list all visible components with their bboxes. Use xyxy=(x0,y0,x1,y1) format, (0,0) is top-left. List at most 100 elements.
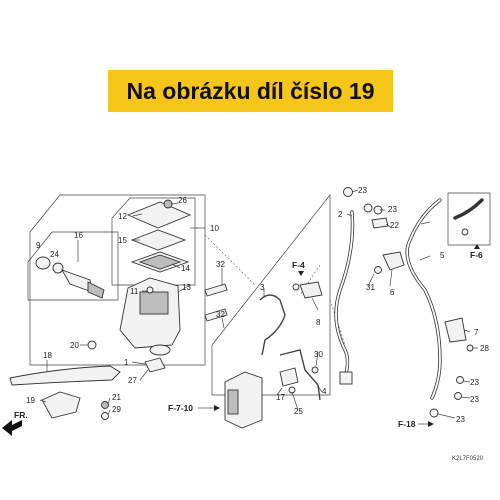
part-label-15[interactable]: 15 xyxy=(118,236,127,245)
right-hose-box xyxy=(447,192,491,246)
bolt-right-box xyxy=(461,228,469,236)
float-14-grid xyxy=(138,254,182,270)
part-label-26[interactable]: 26 xyxy=(178,196,187,205)
hose-group-box xyxy=(211,193,331,396)
diaphragm-15 xyxy=(130,229,187,251)
holder-19 xyxy=(41,391,81,419)
piston-16 xyxy=(61,269,93,293)
reservoir-window xyxy=(139,291,169,315)
part-label-29[interactable]: 29 xyxy=(112,405,121,414)
boot-9 xyxy=(35,256,51,270)
part-label-11[interactable]: 11 xyxy=(130,287,139,296)
part-label-21[interactable]: 21 xyxy=(112,393,121,402)
part-label-4[interactable]: 4 xyxy=(322,387,327,396)
abs-connector xyxy=(227,389,239,415)
brake-pipe-4 xyxy=(279,349,321,401)
brake-hose-5-inner xyxy=(406,199,441,399)
front-direction-label: FR. xyxy=(14,410,28,420)
switch-27 xyxy=(144,357,166,373)
drawing-code: K2L7F0520 xyxy=(452,456,484,462)
washer-23-lower xyxy=(454,392,462,400)
pivot-bolt-20 xyxy=(87,340,97,350)
part-label-22[interactable]: 22 xyxy=(390,221,399,230)
screw-11 xyxy=(146,286,154,294)
brake-hose-2-inner xyxy=(335,211,354,379)
part-label-2[interactable]: 2 xyxy=(338,210,343,219)
reservoir-cap-box xyxy=(111,197,196,286)
part-label-16[interactable]: 16 xyxy=(74,231,83,240)
part-label-19[interactable]: 19 xyxy=(26,396,35,405)
part-label-23[interactable]: 23 xyxy=(470,395,479,404)
arrow-right-icon xyxy=(214,405,220,411)
part-label-8[interactable]: 8 xyxy=(316,318,321,327)
section-ref-f4[interactable]: F-4 xyxy=(292,260,305,270)
bolt-22-lower xyxy=(456,376,464,384)
part-label-30[interactable]: 30 xyxy=(314,350,323,359)
part-label-13[interactable]: 13 xyxy=(182,283,191,292)
leader-lines xyxy=(39,189,478,419)
arrow-up-icon xyxy=(474,244,480,249)
spring-16 xyxy=(87,281,105,299)
master-cylinder-group-box xyxy=(29,194,206,366)
bolt-22-left xyxy=(371,217,389,229)
part-label-17[interactable]: 17 xyxy=(276,393,285,402)
clamp-7 xyxy=(444,317,467,343)
brake-hose-5 xyxy=(405,198,442,400)
part-label-32[interactable]: 32 xyxy=(216,260,225,269)
washer-29 xyxy=(101,412,109,420)
arrow-right-icon xyxy=(428,421,434,427)
bolt-32-lower xyxy=(204,308,228,322)
section-ref-f18[interactable]: F-18 xyxy=(398,419,416,429)
bolt-30 xyxy=(311,366,319,374)
section-ref-f6[interactable]: F-6 xyxy=(470,250,483,260)
part-label-9[interactable]: 9 xyxy=(36,241,41,250)
part-label-31[interactable]: 31 xyxy=(366,283,375,292)
part-labels: 1234567891011121314151617181920212223242… xyxy=(26,186,489,424)
part-banner: Na obrázku díl číslo 19 xyxy=(108,70,393,112)
part-label-28[interactable]: 28 xyxy=(480,344,489,353)
section-ref-f7-10[interactable]: F-7-10 xyxy=(168,403,193,413)
part-label-27[interactable]: 27 xyxy=(128,376,137,385)
part-label-24[interactable]: 24 xyxy=(50,250,59,259)
nut-21 xyxy=(101,401,109,409)
part-label-1[interactable]: 1 xyxy=(124,358,129,367)
circlip-24 xyxy=(52,262,64,274)
part-label-20[interactable]: 20 xyxy=(70,341,79,350)
right-hose-segment xyxy=(453,198,484,220)
front-direction-arrow-icon xyxy=(2,420,22,436)
part-label-14[interactable]: 14 xyxy=(181,264,190,273)
washer-23-mid xyxy=(363,203,373,213)
diaphragm-plate-12 xyxy=(126,201,192,229)
part-label-23[interactable]: 23 xyxy=(456,415,465,424)
screw-26 xyxy=(163,199,173,209)
arrow-down-icon xyxy=(298,271,304,276)
bolt-31 xyxy=(374,266,382,274)
part-label-23[interactable]: 23 xyxy=(388,205,397,214)
bracket-8 xyxy=(299,281,323,299)
bolt-32-upper xyxy=(204,283,228,297)
washer-23-top xyxy=(343,187,353,197)
part-label-6[interactable]: 6 xyxy=(390,288,395,297)
part-label-32[interactable]: 32 xyxy=(216,310,225,319)
joint-6 xyxy=(382,251,405,271)
part-label-10[interactable]: 10 xyxy=(210,224,219,233)
part-label-18[interactable]: 18 xyxy=(43,351,52,360)
part-label-7[interactable]: 7 xyxy=(474,328,479,337)
part-label-23[interactable]: 23 xyxy=(470,378,479,387)
piston-kit-box xyxy=(27,231,119,301)
brake-lever-18 xyxy=(9,365,121,386)
banjo-end xyxy=(339,371,353,385)
part-label-3[interactable]: 3 xyxy=(260,283,265,292)
brake-pipe-3 xyxy=(259,294,286,356)
leader-dashed xyxy=(204,234,256,286)
part-label-25[interactable]: 25 xyxy=(294,407,303,416)
part-label-5[interactable]: 5 xyxy=(440,251,445,260)
bolt-f4 xyxy=(292,283,300,291)
part-label-23[interactable]: 23 xyxy=(358,186,367,195)
clamp-25 xyxy=(279,367,299,387)
mount-lug xyxy=(149,344,171,356)
banner-text: Na obrázku díl číslo 19 xyxy=(126,77,375,104)
part-label-12[interactable]: 12 xyxy=(118,212,127,221)
washer-23-bottom xyxy=(429,408,439,418)
